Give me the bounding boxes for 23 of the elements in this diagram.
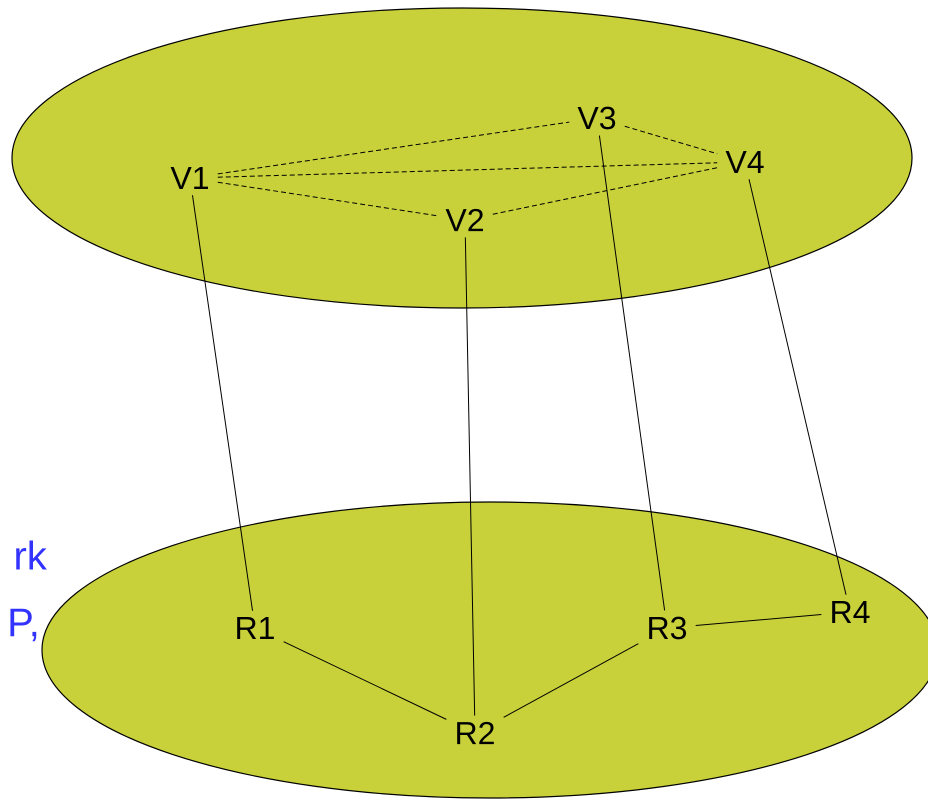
slide-text: P, xyxy=(10,608,36,642)
vertex-label: R4 xyxy=(832,601,870,623)
vertex-label: V2 xyxy=(446,208,483,232)
vertex-label: V4 xyxy=(726,151,764,173)
link-line xyxy=(503,643,639,718)
link-line xyxy=(748,178,847,596)
link-line xyxy=(283,641,447,720)
vertex-label: R1 xyxy=(237,617,274,639)
dashed-link xyxy=(217,182,438,216)
dashed-link xyxy=(217,122,570,174)
vertex-label: V3 xyxy=(578,106,616,130)
link-line xyxy=(464,236,476,716)
slide-text: rk xyxy=(16,540,47,570)
link-line xyxy=(192,194,254,612)
link-line xyxy=(598,135,666,611)
vertex-label: R3 xyxy=(649,616,686,640)
dashed-link xyxy=(624,126,718,154)
vertex-label: R2 xyxy=(457,722,494,744)
dashed-link xyxy=(217,162,718,178)
vertex-label: V1 xyxy=(170,167,208,189)
link-line xyxy=(695,614,822,626)
layer-ellipse xyxy=(11,7,913,309)
dashed-link xyxy=(492,167,718,215)
